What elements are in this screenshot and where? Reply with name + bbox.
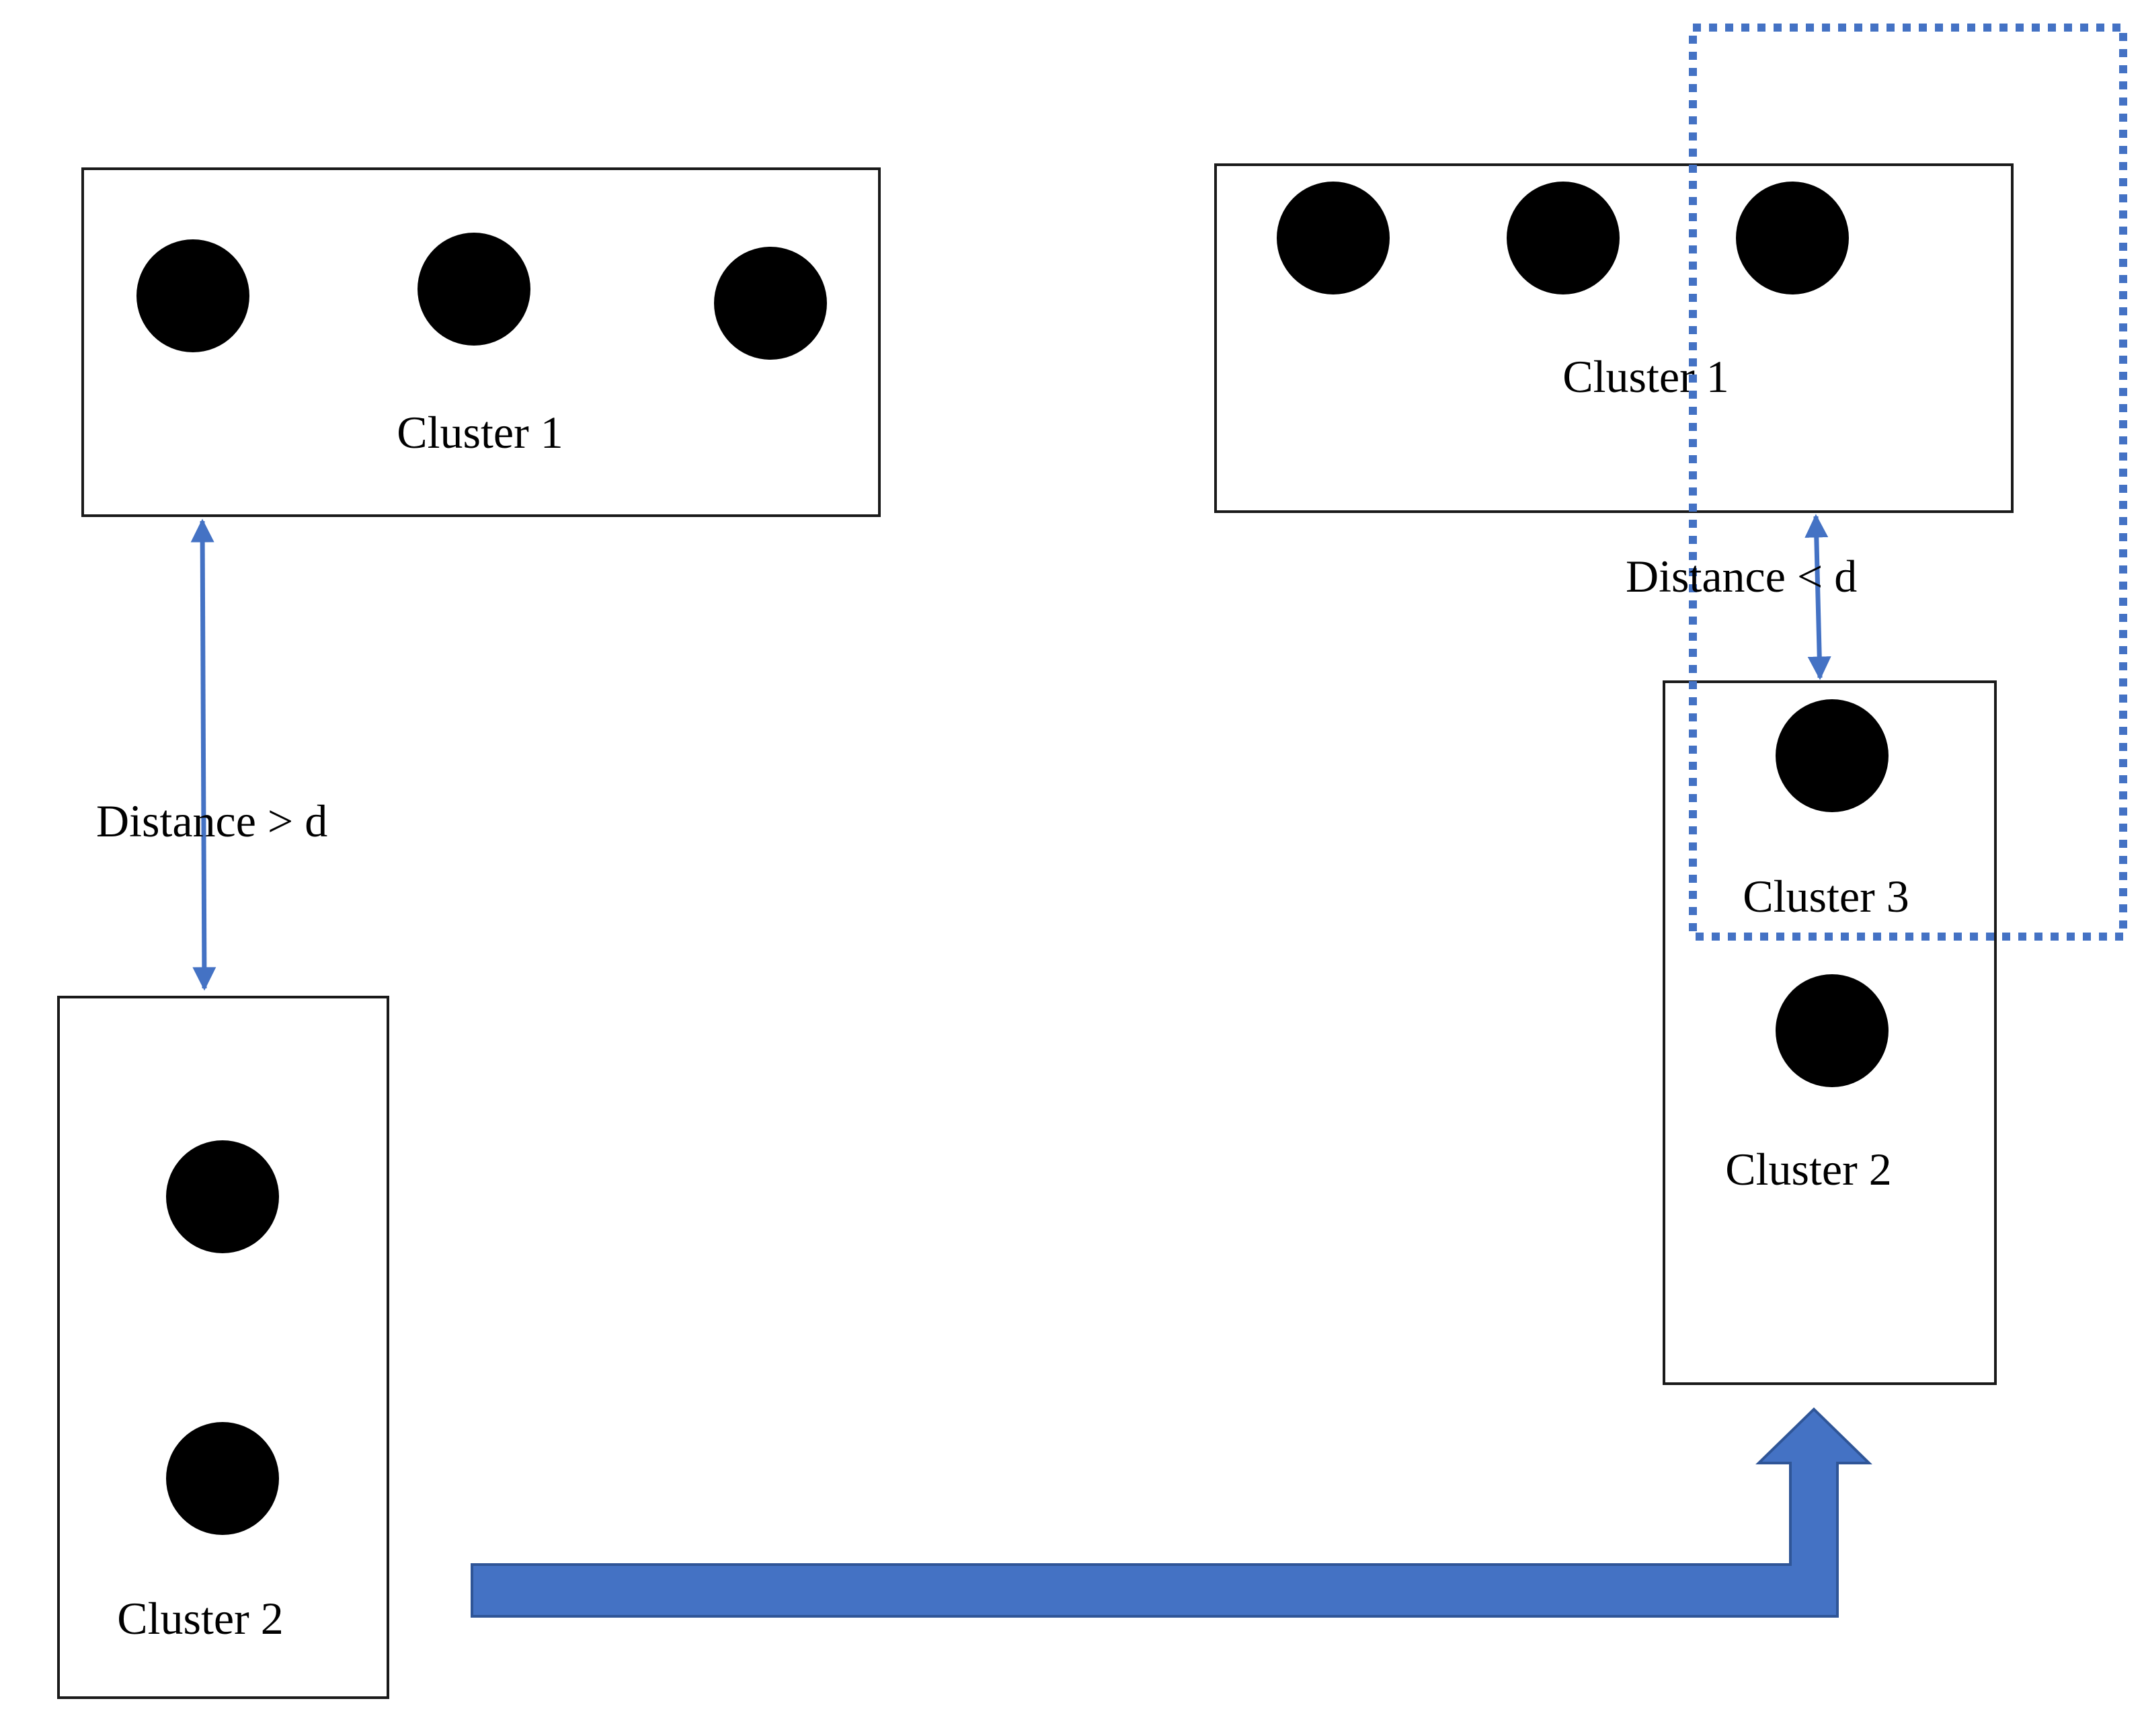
smiley-face-icon <box>1776 974 1889 1087</box>
left-cluster-1-label: Cluster 1 <box>397 407 563 458</box>
smiley-face-icon <box>1277 182 1390 294</box>
smiley-face-icon <box>1507 182 1620 294</box>
right-cluster-2-label: Cluster 2 <box>1725 1144 1891 1195</box>
smiley-face-icon <box>166 1140 279 1253</box>
bent-arrow-icon <box>471 1407 1872 1618</box>
smiley-face-icon <box>1776 699 1889 812</box>
left-distance-arrow <box>190 518 216 991</box>
smiley-face-icon <box>418 233 530 346</box>
right-cluster-3-label: Cluster 3 <box>1743 871 1909 922</box>
right-cluster-1-box: Cluster 1 <box>1214 163 2014 513</box>
smiley-face-icon <box>136 239 249 352</box>
right-panel: Cluster 1 Cluster 3 Cluster 2 Distance <… <box>1214 24 2127 1385</box>
right-distance-label: Distance < d <box>1626 551 1857 602</box>
left-distance-label: Distance > d <box>96 795 327 846</box>
left-cluster-2-box: Cluster 2 <box>57 996 389 1699</box>
cluster-3-dotted-boundary <box>1689 24 2127 941</box>
smiley-face-icon <box>714 247 827 360</box>
right-cluster-1-label: Cluster 1 <box>1562 351 1729 402</box>
left-panel: Cluster 1 Cluster 2 Distance > d <box>57 167 881 1699</box>
left-cluster-2-label: Cluster 2 <box>117 1593 283 1644</box>
smiley-face-icon <box>1736 182 1849 294</box>
smiley-face-icon <box>166 1422 279 1535</box>
left-cluster-1-box: Cluster 1 <box>81 167 881 517</box>
right-distance-arrow <box>1804 514 1831 680</box>
right-cluster-2-box: Cluster 3 Cluster 2 <box>1663 680 1997 1385</box>
